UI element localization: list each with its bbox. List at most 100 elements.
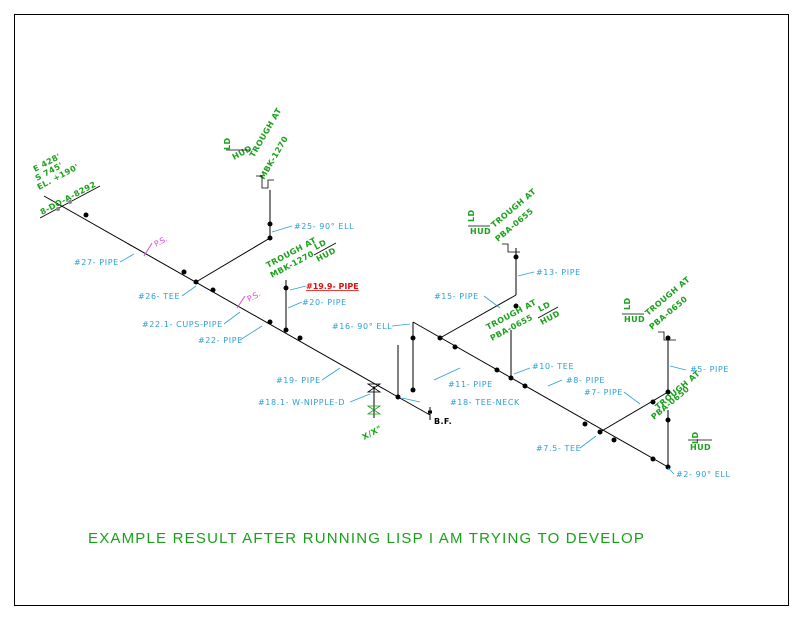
label-7: #7- PIPE	[584, 388, 623, 397]
drawing-border	[14, 14, 789, 606]
valve-symbol	[366, 405, 382, 415]
leader-27	[119, 253, 135, 263]
fitting-dot	[494, 367, 500, 373]
branch-15	[439, 294, 517, 339]
main-run-west	[43, 195, 399, 398]
main-run-east	[397, 396, 431, 416]
label-13: #13- PIPE	[536, 268, 581, 277]
trough-block-4: TROUGH AT PBA-0655 LD HUD	[485, 298, 562, 343]
trough-block-3: LD HUD TROUGH AT PBA-0655	[467, 187, 538, 253]
label-16: #16- 90° ELL	[332, 322, 392, 331]
trough-block-1: LD HUD TROUGH AT MBK-1270	[223, 106, 290, 189]
trough-divider	[313, 242, 337, 256]
fitting-dot	[665, 389, 671, 395]
fitting-dot	[452, 344, 458, 350]
leader-22	[239, 325, 263, 341]
fitting-dot	[83, 212, 89, 218]
fitting-dot	[267, 221, 273, 227]
trough-block-5: LD HUD TROUGH AT PBA-0650	[622, 275, 692, 341]
leader-20	[287, 301, 303, 309]
ps-label: P.S.	[246, 289, 262, 303]
trough-ld: LD	[223, 137, 232, 150]
fitting-dot	[267, 319, 273, 325]
ps-mark	[143, 242, 153, 257]
label-20: #20- PIPE	[302, 298, 347, 307]
branch-7	[599, 391, 669, 433]
drawing-caption: EXAMPLE RESULT AFTER RUNNING LISP I AM T…	[88, 530, 645, 547]
label-181: #18.1- W-NIPPLE-D	[258, 398, 345, 407]
trough-hud: HUD	[690, 443, 711, 452]
fitting-dot	[395, 394, 401, 400]
leader-11	[433, 367, 461, 381]
trough-symbol	[658, 331, 676, 341]
origin-marker	[68, 200, 72, 204]
fitting-dot	[513, 254, 519, 260]
fitting-dot	[267, 235, 273, 241]
label-18: #18- TEE-NECK	[450, 398, 520, 407]
leader-25	[271, 225, 293, 233]
label-19: #19- PIPE	[276, 376, 321, 385]
label-221: #22.1- CUPS-PIPE	[142, 320, 223, 329]
trough-ld: LD	[467, 209, 476, 222]
leader-13	[517, 271, 535, 277]
leader-2	[667, 467, 675, 475]
fitting-dot	[522, 383, 528, 389]
label-26: #26- TEE	[138, 292, 180, 301]
trough-divider	[537, 306, 559, 319]
component-labels: #27- PIPE #26- TEE #25- 90° ELL #22.1- C…	[74, 222, 731, 479]
leader-18	[401, 397, 421, 403]
label-11: #11- PIPE	[448, 380, 493, 389]
trough-symbol	[256, 175, 274, 189]
leader-8	[547, 379, 563, 387]
label-75: #7.5- TEE	[536, 444, 581, 453]
trough-hud: HUD	[624, 315, 645, 324]
fitting-dot	[665, 417, 671, 423]
ps-label: P.S.	[153, 234, 169, 248]
label-199-highlight: #19.9- PIPE	[306, 282, 359, 291]
trough-symbol	[502, 243, 520, 253]
leader-26	[181, 285, 197, 297]
leader-5	[669, 365, 687, 371]
label-22: #22- PIPE	[198, 336, 243, 345]
fitting-dot	[437, 335, 443, 341]
valve-label: X/X"	[361, 424, 384, 442]
origin-marker	[56, 207, 60, 211]
leader-221	[223, 311, 241, 325]
valve-symbol	[366, 383, 382, 393]
leader-10	[513, 367, 531, 375]
fitting-dot	[297, 335, 303, 341]
fitting-dot	[513, 303, 519, 309]
fitting-dot	[650, 399, 656, 405]
label-15: #15- PIPE	[434, 292, 479, 301]
fitting-dot	[410, 335, 416, 341]
fitting-dot	[181, 269, 187, 275]
ps-mark	[236, 295, 246, 309]
fitting-dot	[665, 464, 671, 470]
fitting-dot	[508, 375, 514, 381]
fitting-dot	[283, 285, 289, 291]
fitting-dot	[611, 437, 617, 443]
leader-lines	[119, 225, 687, 475]
label-8: #8- PIPE	[566, 376, 605, 385]
trough-ld: LD	[691, 431, 700, 444]
leader-75	[579, 435, 597, 449]
fitting-dot	[650, 456, 656, 462]
leader-19	[321, 367, 341, 381]
leader-15	[483, 295, 501, 309]
trough-ld: LD	[623, 297, 632, 310]
fitting-dot	[210, 287, 216, 293]
label-27: #27- PIPE	[74, 258, 119, 267]
leader-181	[349, 393, 371, 403]
trough-hud: HUD	[470, 227, 491, 236]
leader-199	[289, 285, 307, 291]
branch-25	[195, 237, 271, 283]
fittings	[83, 212, 671, 470]
label-5: #5- PIPE	[690, 365, 729, 374]
fitting-dot	[665, 335, 671, 341]
fitting-dot	[582, 421, 588, 427]
label-2: #2- 90° ELL	[676, 470, 731, 479]
leader-7	[623, 391, 641, 405]
fitting-dot	[193, 279, 199, 285]
leader-16	[391, 323, 411, 327]
label-25: #25- 90° ELL	[294, 222, 354, 231]
